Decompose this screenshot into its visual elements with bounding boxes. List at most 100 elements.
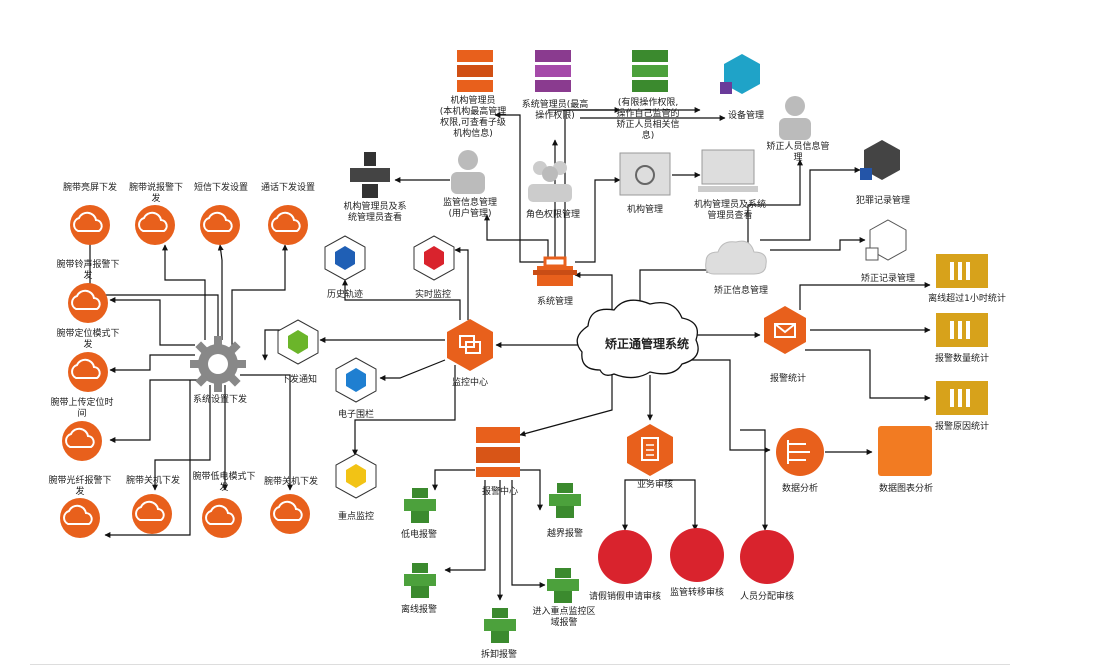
corrector-info-icon[interactable] — [779, 96, 811, 140]
settings-circles — [60, 205, 310, 538]
data-analysis-node[interactable] — [776, 428, 824, 476]
connector-lines — [87, 107, 931, 601]
ring-label: 腕带铃声报警下 发 — [56, 260, 120, 281]
assign-label: 人员分配审核 — [739, 592, 794, 602]
stat-alarm-count-icon[interactable] — [936, 313, 988, 347]
shutdown-label: 腕带关机下发 — [125, 476, 180, 486]
optical-node[interactable] — [60, 498, 100, 538]
locate-mode-label: 腕带定位模式下 发 — [56, 329, 120, 350]
alarm-center-label: 报警中心 — [481, 487, 518, 497]
monitor-center-label: 监控中心 — [451, 378, 488, 388]
correction-info-label: 矫正信息管理 — [713, 286, 768, 296]
review-circles — [598, 528, 794, 584]
boundary-icon[interactable] — [549, 483, 581, 518]
fence-icon[interactable] — [335, 357, 377, 403]
tamper-icon[interactable] — [484, 608, 516, 643]
stat-alarm-reason-icon[interactable] — [936, 381, 988, 415]
correction-record-icon[interactable] — [865, 219, 907, 261]
data-chart-node[interactable] — [878, 426, 932, 476]
alarm-stats-node[interactable] — [764, 306, 806, 354]
business-review-node[interactable] — [627, 424, 673, 476]
low-power-label: 腕带低电模式下 发 — [192, 472, 256, 493]
ring-node[interactable] — [68, 283, 108, 323]
history-icon[interactable] — [324, 235, 366, 281]
shutdown-node[interactable] — [132, 494, 172, 534]
business-review-label: 业务审核 — [636, 480, 673, 490]
sms-node[interactable] — [200, 205, 240, 245]
offline-1h-label: 离线超过1小时统计 — [928, 294, 1006, 304]
settings-issue-label: 系统设置下发 — [192, 395, 247, 405]
upload-time-node[interactable] — [62, 421, 102, 461]
supervisor-mgmt-label: 监管信息管理 (用户管理) — [442, 198, 497, 219]
optical-label: 腕带光纤报警下 发 — [48, 476, 112, 497]
alarm-on-node[interactable] — [135, 205, 175, 245]
device-mgmt-icon[interactable] — [720, 54, 760, 94]
issue-label: 下发通知 — [280, 375, 317, 385]
corrector-info-label: 矫正人员信息管 理 — [766, 142, 830, 163]
system-admin-icon[interactable] — [535, 50, 571, 92]
data-analysis-label: 数据分析 — [781, 484, 818, 494]
inst-admin-inst-icon[interactable] — [698, 149, 758, 192]
locate-mode-node[interactable] — [68, 352, 108, 392]
history-label: 历史轨迹 — [326, 290, 363, 300]
inst-admin-view-icon[interactable] — [350, 152, 390, 198]
alarm-center-node[interactable] — [476, 427, 520, 477]
upload-time-label: 腕带上传定位时 间 — [50, 398, 114, 419]
low-battery-icon[interactable] — [404, 488, 436, 523]
institution-admin-label: 机构管理员 (本机构最高管理 权限,可查看子级 机构信息) — [439, 96, 507, 139]
enter-key-label: 进入重点监控区 域报警 — [532, 607, 596, 628]
limited-ops-icon[interactable] — [632, 50, 668, 92]
issue-icon[interactable] — [277, 319, 319, 365]
monitor-center-node[interactable] — [447, 319, 493, 371]
inst-admin-inst-label: 机构管理员及系统 管理员查看 — [693, 200, 766, 221]
limited-ops-label: (有限操作权限, 操作自己监管的 矫正人员相关信 息) — [616, 98, 680, 141]
key-monitor-icon[interactable] — [335, 453, 377, 499]
system-mgmt-node[interactable] — [533, 256, 577, 286]
fence-label: 电子围栏 — [337, 410, 374, 420]
realtime-icon[interactable] — [413, 235, 455, 281]
call-node[interactable] — [268, 205, 308, 245]
bottom-divider — [30, 664, 1010, 665]
low-power-node[interactable] — [202, 498, 242, 538]
role-mgmt-icon[interactable] — [528, 161, 572, 202]
leave-label: 请假销假申请审核 — [588, 592, 661, 602]
poweroff-node[interactable] — [270, 494, 310, 534]
bright-node[interactable] — [70, 205, 110, 245]
top-icons — [350, 50, 907, 275]
system-admin-label: 系统管理员(最高 操作权限) — [521, 100, 589, 121]
alarm-count-label: 报警数量统计 — [934, 354, 989, 364]
monitor-cubes — [277, 235, 455, 499]
transfer-label: 监管转移审核 — [669, 588, 724, 598]
review-assign-node[interactable] — [740, 530, 794, 584]
role-mgmt-label: 角色权限管理 — [525, 210, 580, 220]
offline-icon[interactable] — [404, 563, 436, 598]
system-mgmt-label: 系统管理 — [536, 297, 573, 307]
offender-record-icon[interactable] — [860, 140, 900, 180]
alarm-reason-label: 报警原因统计 — [934, 422, 989, 432]
stat-offline-icon[interactable] — [936, 254, 988, 288]
institution-mgmt-label: 机构管理 — [626, 205, 663, 215]
central-system-node[interactable] — [576, 299, 699, 379]
boundary-label: 越界报警 — [546, 529, 583, 539]
review-leave-node[interactable] — [598, 530, 652, 584]
institution-mgmt-icon[interactable] — [619, 152, 671, 196]
gear-icon[interactable] — [190, 336, 246, 392]
institution-admin-icon[interactable] — [457, 50, 493, 92]
supervisor-icon[interactable] — [451, 150, 485, 194]
correction-record-label: 矫正记录管理 — [860, 274, 915, 284]
cloud-shape — [576, 299, 699, 379]
inst-admin-view-label: 机构管理员及系 统管理员查看 — [343, 202, 407, 223]
device-mgmt-label: 设备管理 — [727, 111, 764, 121]
correction-info-icon[interactable] — [705, 240, 767, 275]
review-transfer-node[interactable] — [670, 528, 724, 582]
sms-label: 短信下发设置 — [193, 183, 248, 193]
tamper-label: 拆卸报警 — [480, 650, 517, 660]
call-label: 通话下发设置 — [260, 183, 315, 193]
poweroff-label: 腕带关机下发 — [263, 477, 318, 487]
enter-key-icon[interactable] — [547, 568, 579, 603]
offline-label: 离线报警 — [400, 605, 437, 615]
data-chart-label: 数据图表分析 — [878, 484, 933, 494]
key-monitor-label: 重点监控 — [337, 512, 374, 522]
stats-icons — [936, 254, 988, 415]
